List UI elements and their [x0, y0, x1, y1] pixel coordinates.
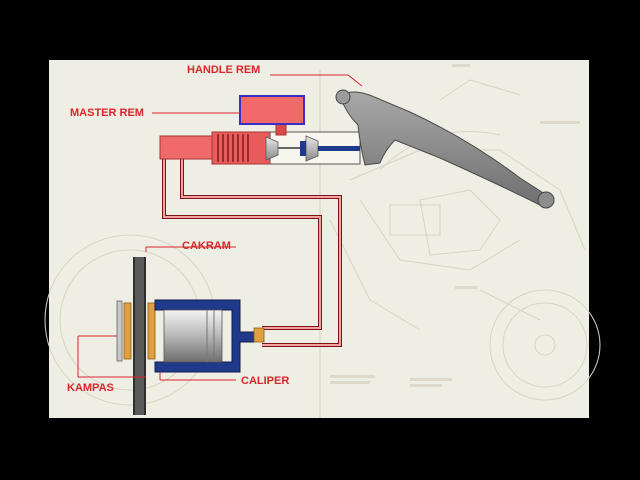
label-master-rem: MASTER REM — [70, 107, 144, 119]
master-piston-seal — [300, 141, 306, 156]
master-cylinder — [159, 122, 361, 165]
master-piston-cone — [265, 136, 279, 161]
brake-lever — [339, 91, 549, 207]
master-cylinder-spring — [217, 134, 249, 162]
lever-tip — [537, 191, 555, 209]
label-caliper: CALIPER — [241, 375, 289, 387]
brake-pad-outer — [116, 300, 123, 362]
caliper-piston — [163, 309, 223, 363]
label-kampas: KAMPAS — [67, 382, 114, 394]
push-rod — [318, 146, 360, 151]
motorcycle-sketch-background — [44, 70, 601, 418]
caliper-body — [154, 299, 256, 373]
brake-pad-right — [147, 302, 156, 360]
brake-fluid-line — [162, 139, 342, 347]
label-leader-lines — [77, 74, 363, 381]
caliper-bleeder — [253, 327, 265, 343]
label-handle-rem: HANDLE REM — [187, 64, 260, 76]
brake-disc — [133, 257, 146, 415]
lever-pivot — [335, 89, 351, 105]
brake-pad-left — [123, 302, 132, 360]
sketch-annotation-text — [330, 64, 580, 387]
brake-fluid-reservoir — [239, 95, 305, 125]
label-cakram: CAKRAM — [182, 240, 231, 252]
